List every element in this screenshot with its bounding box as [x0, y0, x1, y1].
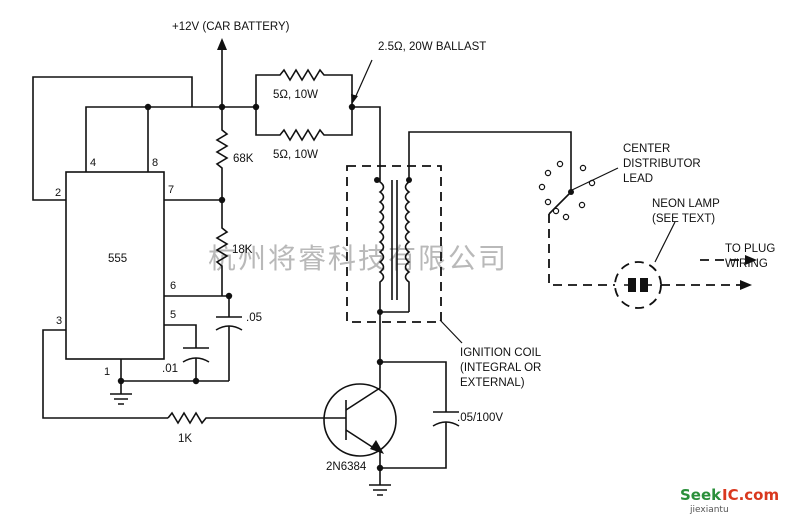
logo-part-a: Seek [680, 486, 722, 504]
coil-dashed-box [346, 165, 442, 323]
label-68k: 68K [233, 153, 254, 165]
distributor: CENTER DISTRIBUTOR LEAD [538, 143, 701, 286]
pin-2: 2 [55, 187, 61, 199]
supply-label: +12V (CAR BATTERY) [172, 21, 290, 33]
label-c05: .05 [246, 312, 262, 324]
supply-rail: +12V (CAR BATTERY) [172, 21, 290, 108]
label-1k: 1K [178, 433, 192, 445]
dist-label-1: CENTER [623, 143, 670, 155]
ground-ic [110, 381, 132, 405]
wires-555 [32, 76, 229, 419]
capacitor-ce: .05/100V [376, 358, 503, 472]
plug-label-2: WIRING [725, 258, 768, 270]
ground-emitter [369, 468, 391, 496]
ignition-coil: IGNITION COIL (INTEGRAL OR EXTERNAL) [346, 131, 572, 389]
pin-5: 5 [170, 309, 176, 321]
label-18k: 18K [232, 244, 253, 256]
neon-label-1: NEON LAMP [652, 198, 720, 210]
coil-label-3: EXTERNAL) [460, 377, 525, 389]
resistor-68k: 68K [215, 107, 254, 200]
ic-body [65, 171, 165, 360]
capacitor-05: .05 [215, 296, 262, 381]
dist-label-2: DISTRIBUTOR [623, 158, 701, 170]
dist-label-3: LEAD [623, 173, 653, 185]
watermark: 杭州将睿科技有限公司 [208, 243, 508, 274]
site-logo: Seek IC.com jiexiantu [680, 486, 779, 515]
coil-label-1: IGNITION COIL [460, 347, 542, 359]
capacitor-01: .01 [162, 347, 210, 381]
neon-lamp: NEON LAMP (SEE TEXT) TO PLUG WIRING [614, 198, 775, 309]
label-cap-ce: .05/100V [457, 412, 503, 424]
pin-7: 7 [168, 184, 174, 196]
pin-6: 6 [170, 280, 176, 292]
pin-4: 4 [90, 157, 96, 169]
label-res-top: 5Ω, 10W [273, 89, 318, 101]
plug-label-1: TO PLUG [725, 243, 775, 255]
pin-1: 1 [104, 366, 110, 378]
resistor-18k: 18K [215, 200, 253, 296]
transistor-label: 2N6384 [326, 461, 367, 473]
ballast-label: 2.5Ω, 20W BALLAST [378, 41, 486, 53]
neon-label-2: (SEE TEXT) [652, 213, 715, 225]
label-c01: .01 [162, 363, 178, 375]
label-res-bottom: 5Ω, 10W [273, 149, 318, 161]
logo-part-b: IC.com [722, 486, 779, 504]
pin-3: 3 [56, 315, 62, 327]
coil-label-2: (INTEGRAL OR [460, 362, 541, 374]
ic-label: 555 [108, 253, 127, 265]
ballast-resistors: 5Ω, 10W 5Ω, 10W 2.5Ω, 20W BALLAST [255, 41, 486, 175]
pin-8: 8 [152, 157, 158, 169]
logo-sub: jiexiantu [689, 505, 729, 515]
transistor-2n6384: 2N6384 1K [167, 362, 397, 473]
ic-555: 555 4 8 2 7 6 3 5 1 [55, 157, 176, 378]
